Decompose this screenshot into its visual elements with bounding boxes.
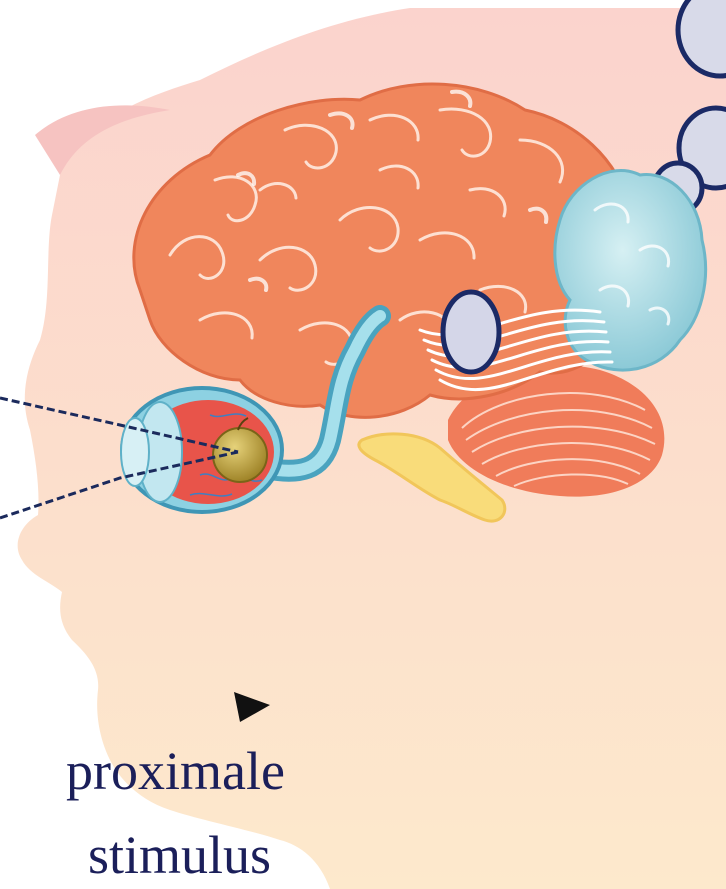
thalamus-marker: [443, 292, 499, 372]
caption-line-2: stimulus: [88, 828, 271, 882]
caption-line-1: proximale: [66, 744, 285, 798]
